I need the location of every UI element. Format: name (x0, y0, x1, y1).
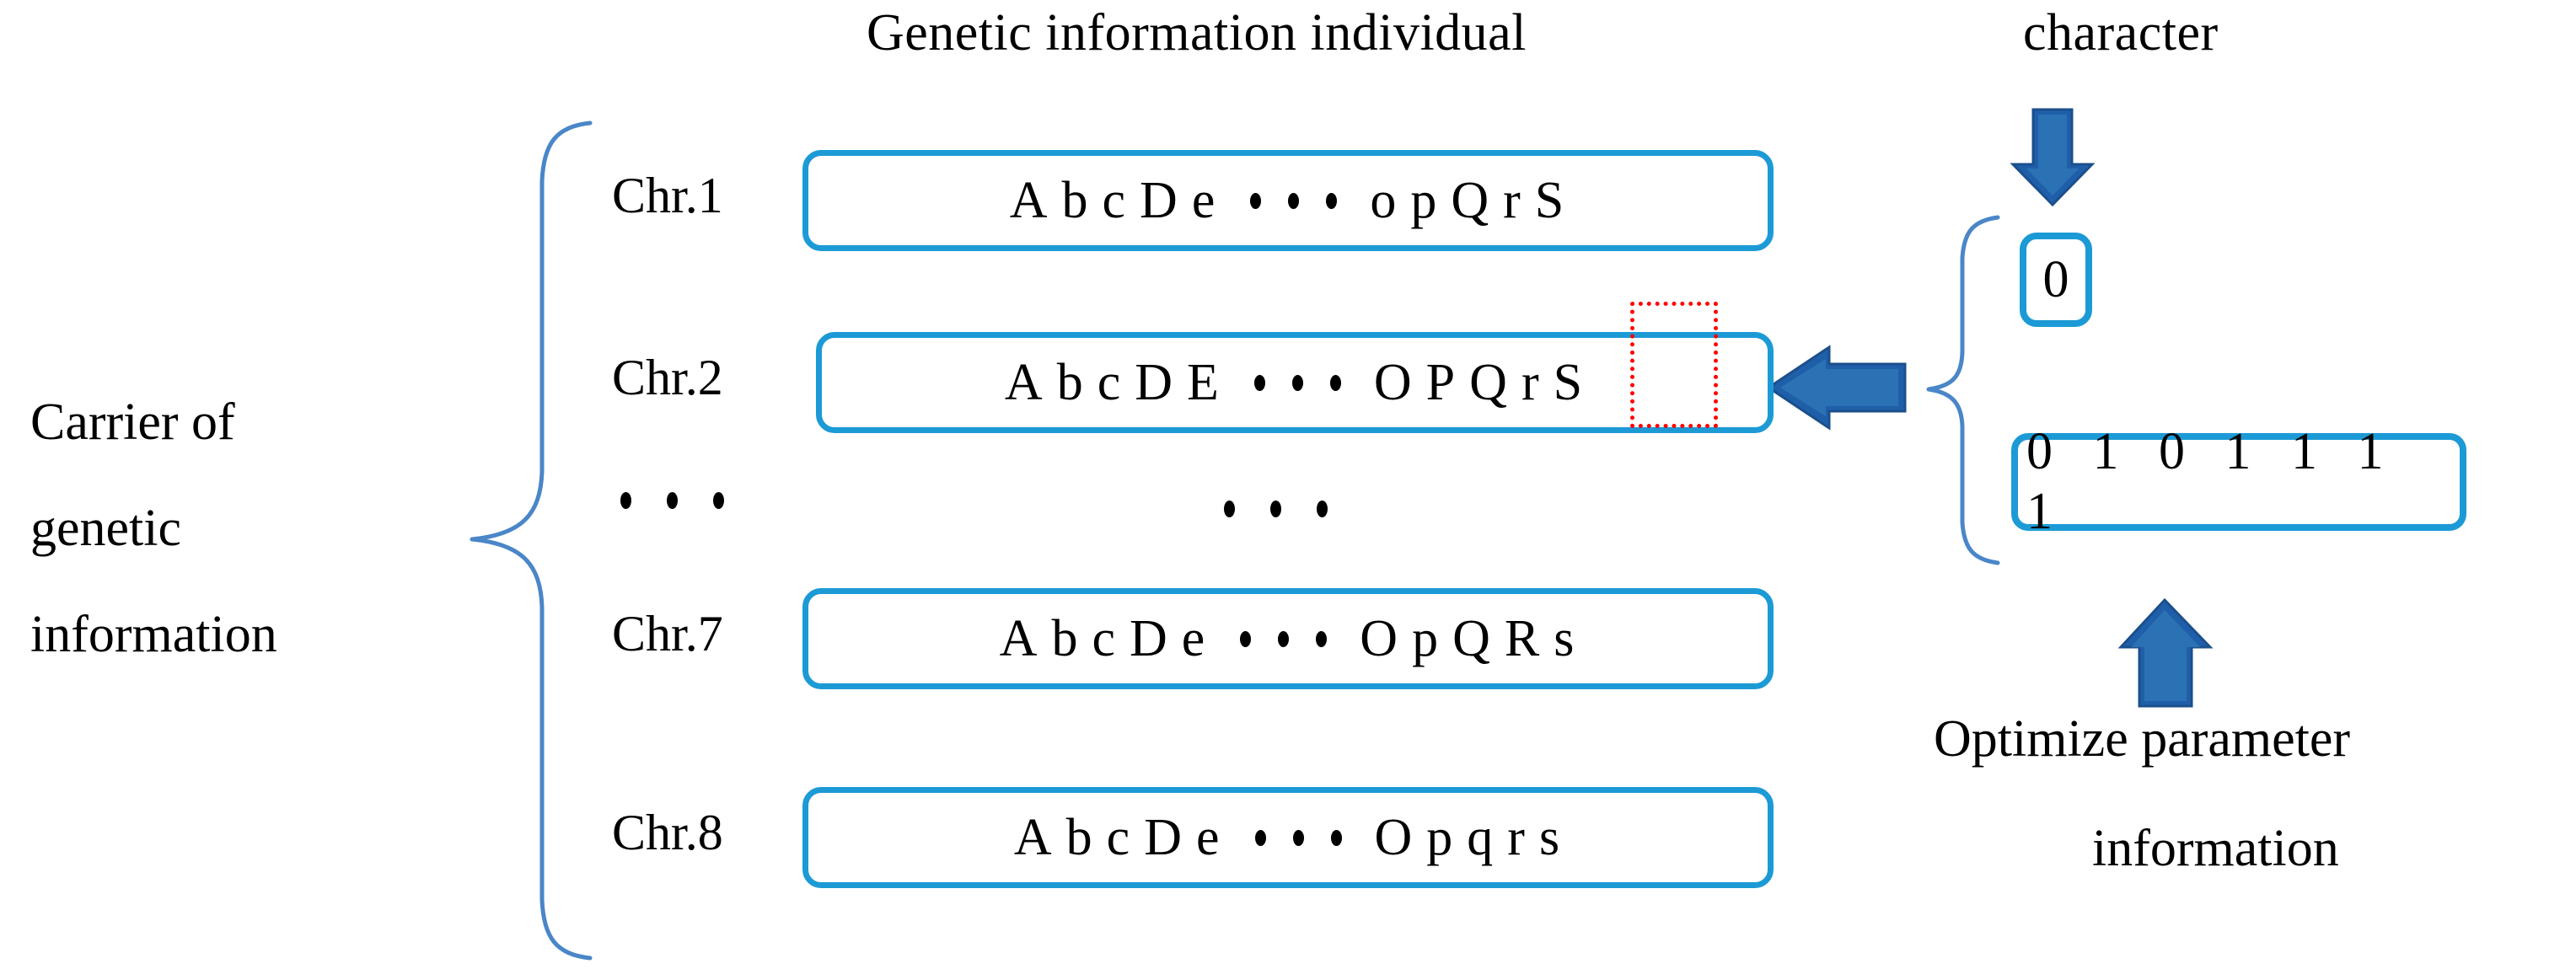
gene-char: e (1195, 808, 1222, 866)
gene-char: D (1140, 171, 1180, 229)
gene-ellipsis (1213, 630, 1354, 647)
vertical-ellipsis-mid (1224, 501, 1328, 517)
gene-char: p (1412, 609, 1441, 667)
character-label: character (2023, 4, 2219, 62)
arrow-left-icon (1766, 345, 1907, 431)
chr-label-8: Chr.8 (612, 805, 723, 860)
gene-char: r (1503, 171, 1523, 229)
bit-string-value: 0 1 0 1 1 1 1 (2026, 423, 2397, 540)
gene-char: D (1129, 609, 1170, 667)
single-bit-box[interactable]: 0 (2020, 233, 2092, 327)
single-bit-value: 0 (2042, 250, 2069, 308)
bit-string-box[interactable]: 0 1 0 1 1 1 1 (2011, 423, 2466, 540)
gene-char: O (1360, 609, 1401, 667)
chromosome-box-8[interactable]: A b c D e O p q r s (802, 787, 1774, 888)
gene-char: r (1507, 808, 1527, 866)
vertical-ellipsis-left (620, 492, 724, 509)
gene-char: D (1144, 808, 1184, 866)
gene-char: S (1553, 353, 1586, 411)
chr-label-7: Chr.7 (612, 606, 723, 661)
gene-char: A (999, 609, 1040, 667)
gene-char: E (1187, 353, 1221, 411)
gene-char: b (1065, 808, 1095, 866)
gene-char-highlighted: r (1521, 353, 1542, 411)
curly-brace-right-icon (1926, 215, 2000, 565)
gene-char: b (1056, 353, 1086, 411)
optimize-label-line-2: information (2092, 820, 2339, 877)
gene-char: c (1106, 808, 1133, 866)
gene-char: Q (1451, 171, 1492, 229)
gene-char: c (1097, 353, 1124, 411)
gene-sequence-2: A b c D E O P Q r S (999, 353, 1591, 413)
chromosome-box-2[interactable]: A b c D E O P Q r S (816, 332, 1774, 433)
carrier-label-line-2: genetic (30, 500, 182, 557)
arrow-down-icon (2010, 108, 2096, 207)
gene-ellipsis (1223, 192, 1364, 209)
chromosome-box-1[interactable]: A b c D e o p Q r S (802, 150, 1774, 251)
gene-char: b (1061, 171, 1091, 229)
gene-ellipsis (1228, 829, 1369, 846)
gene-char: s (1554, 609, 1577, 667)
gene-char: s (1538, 808, 1563, 866)
optimize-label-line-1: Optimize parameter (1934, 710, 2351, 768)
gene-char: b (1051, 609, 1081, 667)
gene-char: e (1181, 609, 1208, 667)
gene-char: P (1425, 353, 1458, 411)
gene-char: p (1410, 171, 1440, 229)
gene-sequence-1: A b c D e o p Q r S (1004, 171, 1573, 231)
gene-char: R (1504, 609, 1543, 667)
gene-char: o (1370, 171, 1399, 229)
gene-char: Q (1469, 353, 1510, 411)
gene-char: O (1373, 353, 1414, 411)
curly-brace-left-icon (470, 120, 593, 961)
gene-char: S (1534, 171, 1567, 229)
gene-char: p (1426, 808, 1456, 866)
gene-char: c (1092, 609, 1118, 667)
gene-char: Q (1452, 609, 1493, 667)
carrier-label-line-3: information (30, 606, 277, 663)
gene-char: O (1374, 808, 1415, 866)
gene-char: q (1467, 808, 1496, 866)
chromosome-box-7[interactable]: A b c D e O p Q R s (802, 588, 1774, 689)
gene-char: A (1009, 171, 1050, 229)
carrier-label-line-1: Carrier of (30, 393, 235, 451)
gene-ellipsis (1227, 374, 1368, 391)
gene-char: D (1135, 353, 1176, 411)
gene-char: A (1013, 808, 1055, 866)
chr-label-2: Chr.2 (612, 350, 723, 405)
gene-sequence-8: A b c D e O p q r s (1008, 808, 1568, 868)
page-title: Genetic information individual (867, 4, 1527, 62)
chr-label-1: Chr.1 (612, 168, 723, 223)
gene-char: e (1191, 171, 1218, 229)
gene-sequence-7: A b c D e O p Q R s (994, 609, 1583, 669)
gene-char: A (1004, 353, 1045, 411)
arrow-up-icon (2117, 597, 2214, 708)
gene-char: c (1102, 171, 1129, 229)
